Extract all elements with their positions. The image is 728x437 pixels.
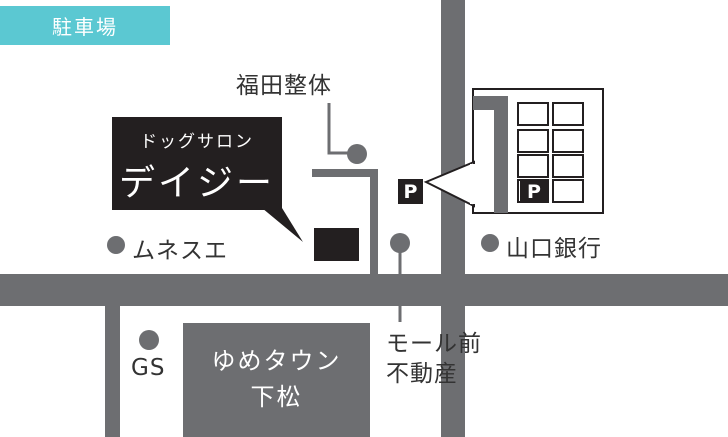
salon-title: デイジー xyxy=(118,163,275,204)
fukuda-pointer-line xyxy=(327,103,355,155)
youme-town-label-line1: ゆめタウン xyxy=(211,347,342,375)
main-road-horizontal xyxy=(0,274,728,306)
road-vertical-left xyxy=(105,306,120,437)
fukuda-dot xyxy=(347,144,367,164)
munesue-label: ムネスエ xyxy=(132,238,228,264)
salon-subtitle: ドッグサロン xyxy=(140,132,254,152)
youme-town-building: ゆめタウン 下松 xyxy=(183,323,370,437)
salon-callout-tail xyxy=(262,208,303,242)
parking-marker: P xyxy=(398,179,423,204)
gs-dot xyxy=(139,330,159,350)
parking-badge: 駐車場 xyxy=(0,6,170,45)
salon-location-marker xyxy=(314,228,359,261)
yamaguchi-bank-label: 山口銀行 xyxy=(506,236,602,262)
side-street xyxy=(312,169,378,274)
mall-front-dot xyxy=(390,233,410,253)
gs-label: GS xyxy=(131,355,166,381)
youme-town-label-line2: 下松 xyxy=(250,383,303,411)
mall-front-label-line2: 不動産 xyxy=(386,361,458,387)
munesue-dot xyxy=(107,236,125,254)
parking-lot-path xyxy=(473,96,508,213)
parking-lot-marker: P xyxy=(520,181,548,203)
road-vertical-right xyxy=(441,0,465,437)
fukuda-label: 福田整体 xyxy=(236,73,332,99)
salon-callout: ドッグサロン デイジー xyxy=(112,117,282,210)
yamaguchi-bank-dot xyxy=(481,234,499,252)
mall-front-label-line1: モール前 xyxy=(386,331,482,357)
